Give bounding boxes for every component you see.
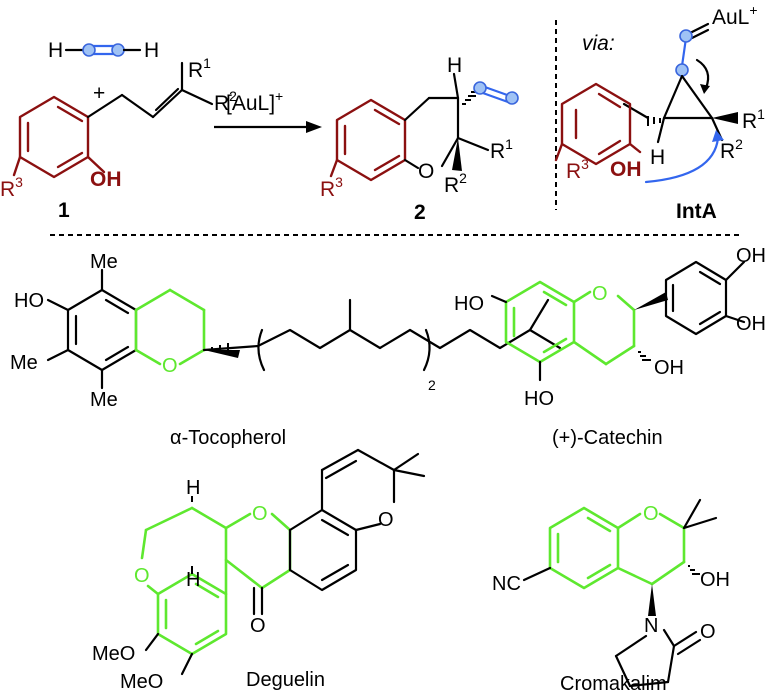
acetylene-h-right: H (144, 39, 159, 62)
acetylene: H H (48, 39, 159, 62)
acetylene-h-left: H (48, 39, 63, 62)
aul-label: AuL+ (712, 2, 758, 29)
product-r1: R1 (490, 136, 513, 163)
alkyne-carbon-icon (82, 43, 96, 57)
structure-catechin: HO HO OH OH OH O (+)-Catechin (454, 245, 766, 449)
catechin-oh-ring: OH (654, 357, 684, 379)
intermediate-inta: via: AuL+ H R1 R2 R3 OH IntA (554, 2, 765, 223)
catechin-ho-bottom: HO (524, 388, 554, 410)
inta-oh: OH (610, 158, 642, 181)
inta-name: IntA (676, 200, 717, 223)
substrate-oh: OH (90, 168, 122, 191)
deguelin-carbonyl-o: O (250, 615, 266, 637)
catalyst-label: [AuL]+ (226, 88, 283, 115)
label-cromakalim: Cromakalim (560, 673, 667, 694)
substrate-r3: R3 (0, 174, 23, 201)
alkyne-carbon-icon (111, 43, 125, 57)
structure-tocopherol: HO Me Me Me O 2 α-Tocopherol (10, 251, 562, 449)
structure-cromakalim: NC O OH N O Cromakalim (492, 498, 730, 694)
tocopherol-me-bottom: Me (90, 389, 118, 411)
catechin-ho-left: HO (454, 293, 484, 315)
cromakalim-carbonyl-o: O (700, 621, 716, 643)
plus-sign: + (93, 82, 105, 105)
product-r2: R2 (444, 170, 467, 197)
tocopherol-ho: HO (14, 290, 44, 312)
tocopherol-o: O (162, 355, 178, 377)
catechin-oh-right: OH (736, 313, 766, 335)
inta-r3: R3 (566, 156, 589, 183)
via-label: via: (582, 32, 615, 55)
product-r3: R3 (320, 174, 343, 201)
substrate-1: R1 R2 R3 OH 1 (0, 55, 237, 222)
label-tocopherol: α-Tocopherol (170, 427, 286, 449)
label-deguelin: Deguelin (246, 669, 325, 691)
catechin-oh-top: OH (736, 245, 766, 267)
deguelin-h-top: H (186, 477, 200, 499)
structure-deguelin: O O O H H O MeO MeO Deguelin (92, 448, 426, 693)
deguelin-meo2: MeO (120, 671, 163, 693)
catechin-o: O (592, 283, 608, 305)
deguelin-o3: O (378, 509, 394, 531)
substrate-number: 1 (58, 199, 70, 222)
deguelin-h-bottom: H (186, 569, 200, 591)
cromakalim-oh: OH (700, 569, 730, 591)
inta-r1: R1 (742, 106, 765, 133)
product-o: O (418, 160, 434, 183)
product-number: 2 (414, 201, 426, 224)
product-h: H (447, 54, 462, 77)
cromakalim-o: O (643, 503, 659, 525)
deguelin-o2: O (252, 503, 268, 525)
substrate-r2: R2 (214, 88, 237, 115)
inta-r2: R2 (720, 136, 743, 163)
tocopherol-subscript: 2 (428, 377, 436, 393)
inta-h: H (650, 146, 665, 169)
product-2: H O R1 R2 R3 2 (320, 54, 519, 224)
deguelin-o1: O (134, 565, 150, 587)
label-catechin: (+)-Catechin (552, 427, 663, 449)
reaction-arrow: [AuL]+ (214, 88, 322, 133)
tocopherol-me-left: Me (10, 352, 38, 374)
deguelin-meo1: MeO (92, 643, 135, 665)
cromakalim-nc: NC (492, 573, 521, 595)
substrate-r1: R1 (188, 55, 211, 82)
cromakalim-n: N (644, 615, 658, 637)
tocopherol-me-top: Me (90, 251, 118, 273)
